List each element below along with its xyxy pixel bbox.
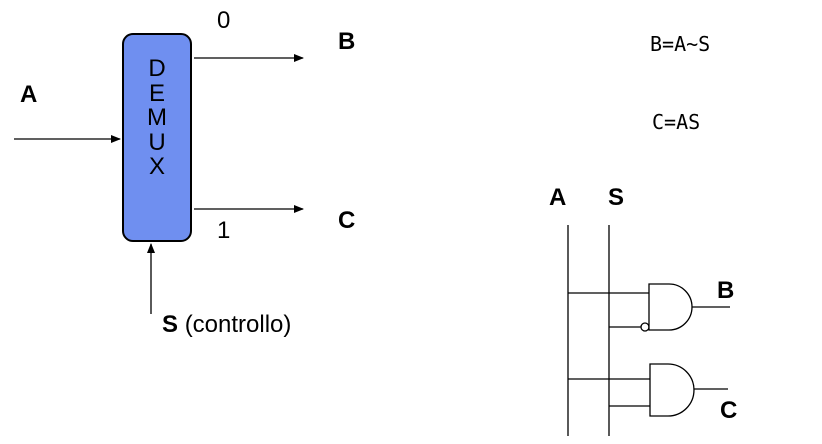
select-note: (controllo): [184, 311, 292, 338]
output-c-label: C: [338, 207, 356, 234]
and-gate-c: [649, 363, 695, 417]
demux-letter: D: [148, 55, 166, 82]
equation-b: B=A~S: [650, 32, 711, 56]
output-0-index: 0: [217, 7, 231, 34]
and-gate-b: [648, 283, 693, 331]
output-b-label: B: [338, 28, 356, 55]
circuit-input-s-label: S: [608, 184, 625, 211]
circuit-output-c-label: C: [720, 397, 738, 424]
demux-letter: M: [147, 104, 167, 131]
select-s-label: S: [162, 311, 179, 338]
demux-letter: E: [148, 79, 165, 107]
demux-letter: U: [148, 128, 166, 156]
circuit-input-a-label: A: [549, 184, 567, 211]
demux-label: D E M U X: [124, 55, 190, 180]
inverter-bubble: [640, 322, 650, 332]
demux-letter: X: [148, 153, 165, 180]
equation-c: C=AS: [652, 110, 701, 134]
output-1-index: 1: [217, 217, 231, 244]
demux-block: D E M U X: [122, 33, 192, 242]
circuit-output-b-label: B: [717, 277, 735, 304]
select-label: S (controllo): [162, 313, 291, 337]
input-a-label: A: [20, 81, 38, 108]
